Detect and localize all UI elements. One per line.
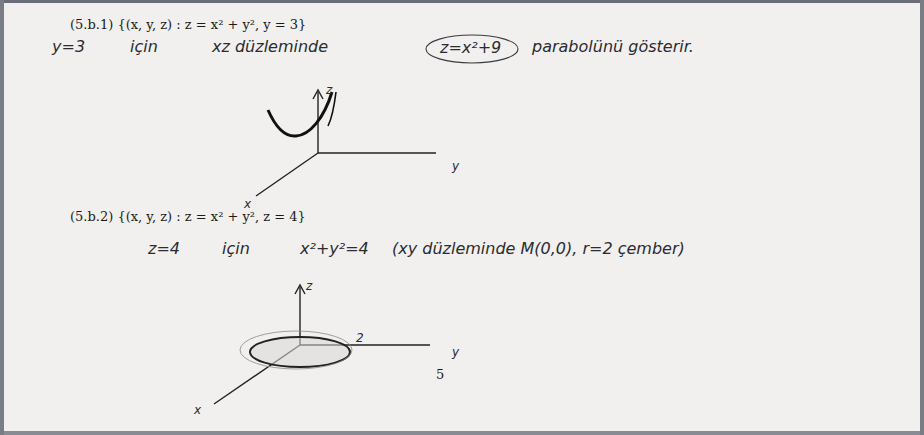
handwritten-note: parabolünü gösterir. <box>532 38 694 56</box>
axis-label: z <box>326 84 332 97</box>
handwritten-formula: x²+y²=4 <box>300 240 369 258</box>
pen-circle <box>426 35 518 63</box>
handwritten-note: xz düzleminde <box>212 38 328 56</box>
circle <box>250 337 350 367</box>
photo-edge <box>0 0 4 435</box>
axes-2 <box>214 285 430 404</box>
exercise-heading: (5.b.2) {(x, y, z) : z = x² + y², z = 4} <box>70 210 306 224</box>
handwritten-formula: z=x²+9 <box>440 39 501 57</box>
handwritten-note: y=3 <box>52 38 85 56</box>
circle-sketch <box>240 331 352 369</box>
handwritten-note: z=4 <box>148 240 180 258</box>
photo-edge <box>0 431 924 435</box>
handwritten-note: (xy düzleminde M(0,0), r=2 çember) <box>392 240 685 258</box>
parabola <box>268 92 332 136</box>
parabola-stroke <box>328 92 336 126</box>
photo-edge <box>0 0 924 3</box>
axes-1 <box>256 90 436 196</box>
exercise-heading: (5.b.1) {(x, y, z) : z = x² + y², y = 3} <box>70 18 306 32</box>
handwritten-note: için <box>222 240 250 258</box>
axis-label: y <box>452 160 459 173</box>
page-number: 5 <box>436 368 444 382</box>
axis-label: x <box>194 404 201 417</box>
photo-edge <box>920 0 924 435</box>
axis-label: 2 <box>356 332 364 345</box>
axis-label: z <box>306 280 312 293</box>
handwritten-note: için <box>130 38 158 56</box>
axis-label: y <box>452 346 459 359</box>
